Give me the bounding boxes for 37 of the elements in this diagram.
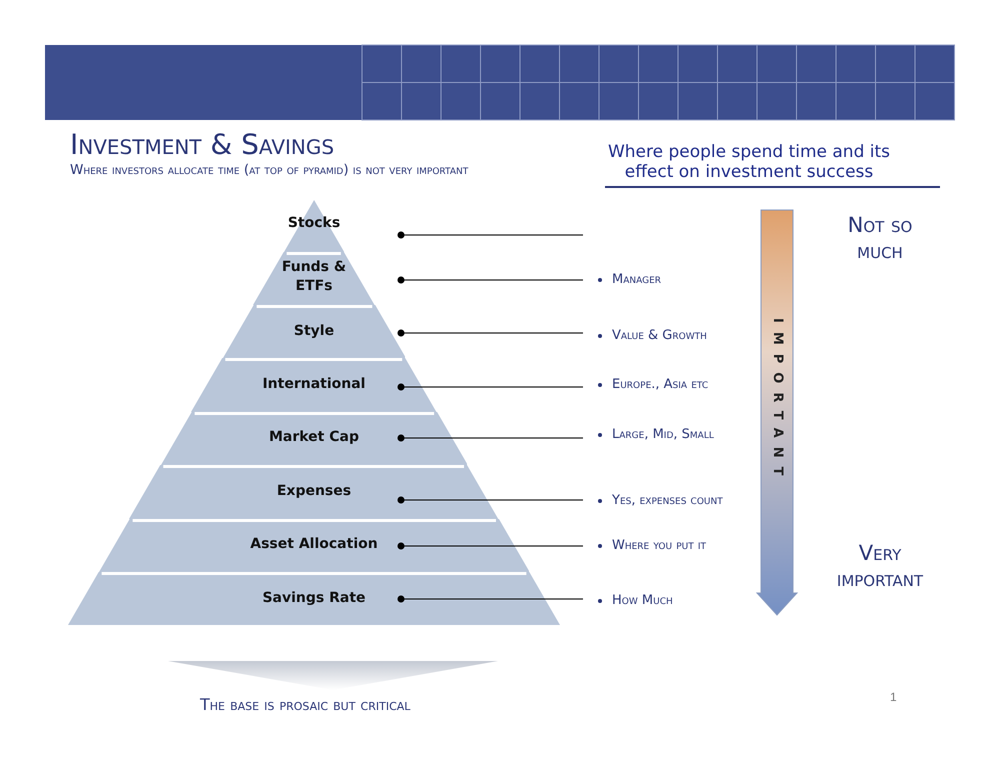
bullet-text: Where you put it [612,537,706,555]
page-number: 1 [890,690,897,704]
heading: Where people spend time and its effect on investment success [606,142,892,182]
leader-line [398,596,584,602]
leader-line [398,330,584,336]
pyramid-band [191,358,437,412]
side-note: Not so much [846,212,914,264]
pyramid-band [129,465,499,519]
bullet-text: Large, Mid, Small [612,426,714,444]
bullet-text: How Much [612,592,673,610]
bullet-text: Europe., Asia etc [612,376,708,394]
band-label: Expenses [276,482,352,501]
subtitle: Where investors allocate time (at top of pyramid) is not very important [70,162,468,178]
band-label: Style [292,322,336,341]
caption-note: The base is prosaic but critical [200,695,410,714]
pyramid-band [222,305,406,358]
band-label: Market Cap [268,428,360,447]
arrow-label: IMPORTANT [770,318,784,484]
side-note: Very important [836,540,924,592]
band-label: Savings Rate [261,589,367,608]
bullet-text: Manager [612,271,662,289]
band-label: Funds & ETFs [280,258,348,296]
leader-line [398,232,584,238]
leader-line [398,434,584,442]
bullet-text: Yes, expenses count [612,492,723,510]
band-label: Stocks [286,214,342,233]
leader-line [398,384,584,390]
bullet-text: Value & Growth [612,327,707,345]
leader-line [398,276,584,284]
band-label: International [261,375,366,394]
band-label: Asset Allocation [249,535,379,554]
title: Investment & Savings [70,128,334,161]
leader-line [398,496,584,504]
pyramid-band [160,412,468,465]
pyramid-band [98,519,530,572]
pyramid-band [68,572,560,625]
leader-line [398,542,584,550]
